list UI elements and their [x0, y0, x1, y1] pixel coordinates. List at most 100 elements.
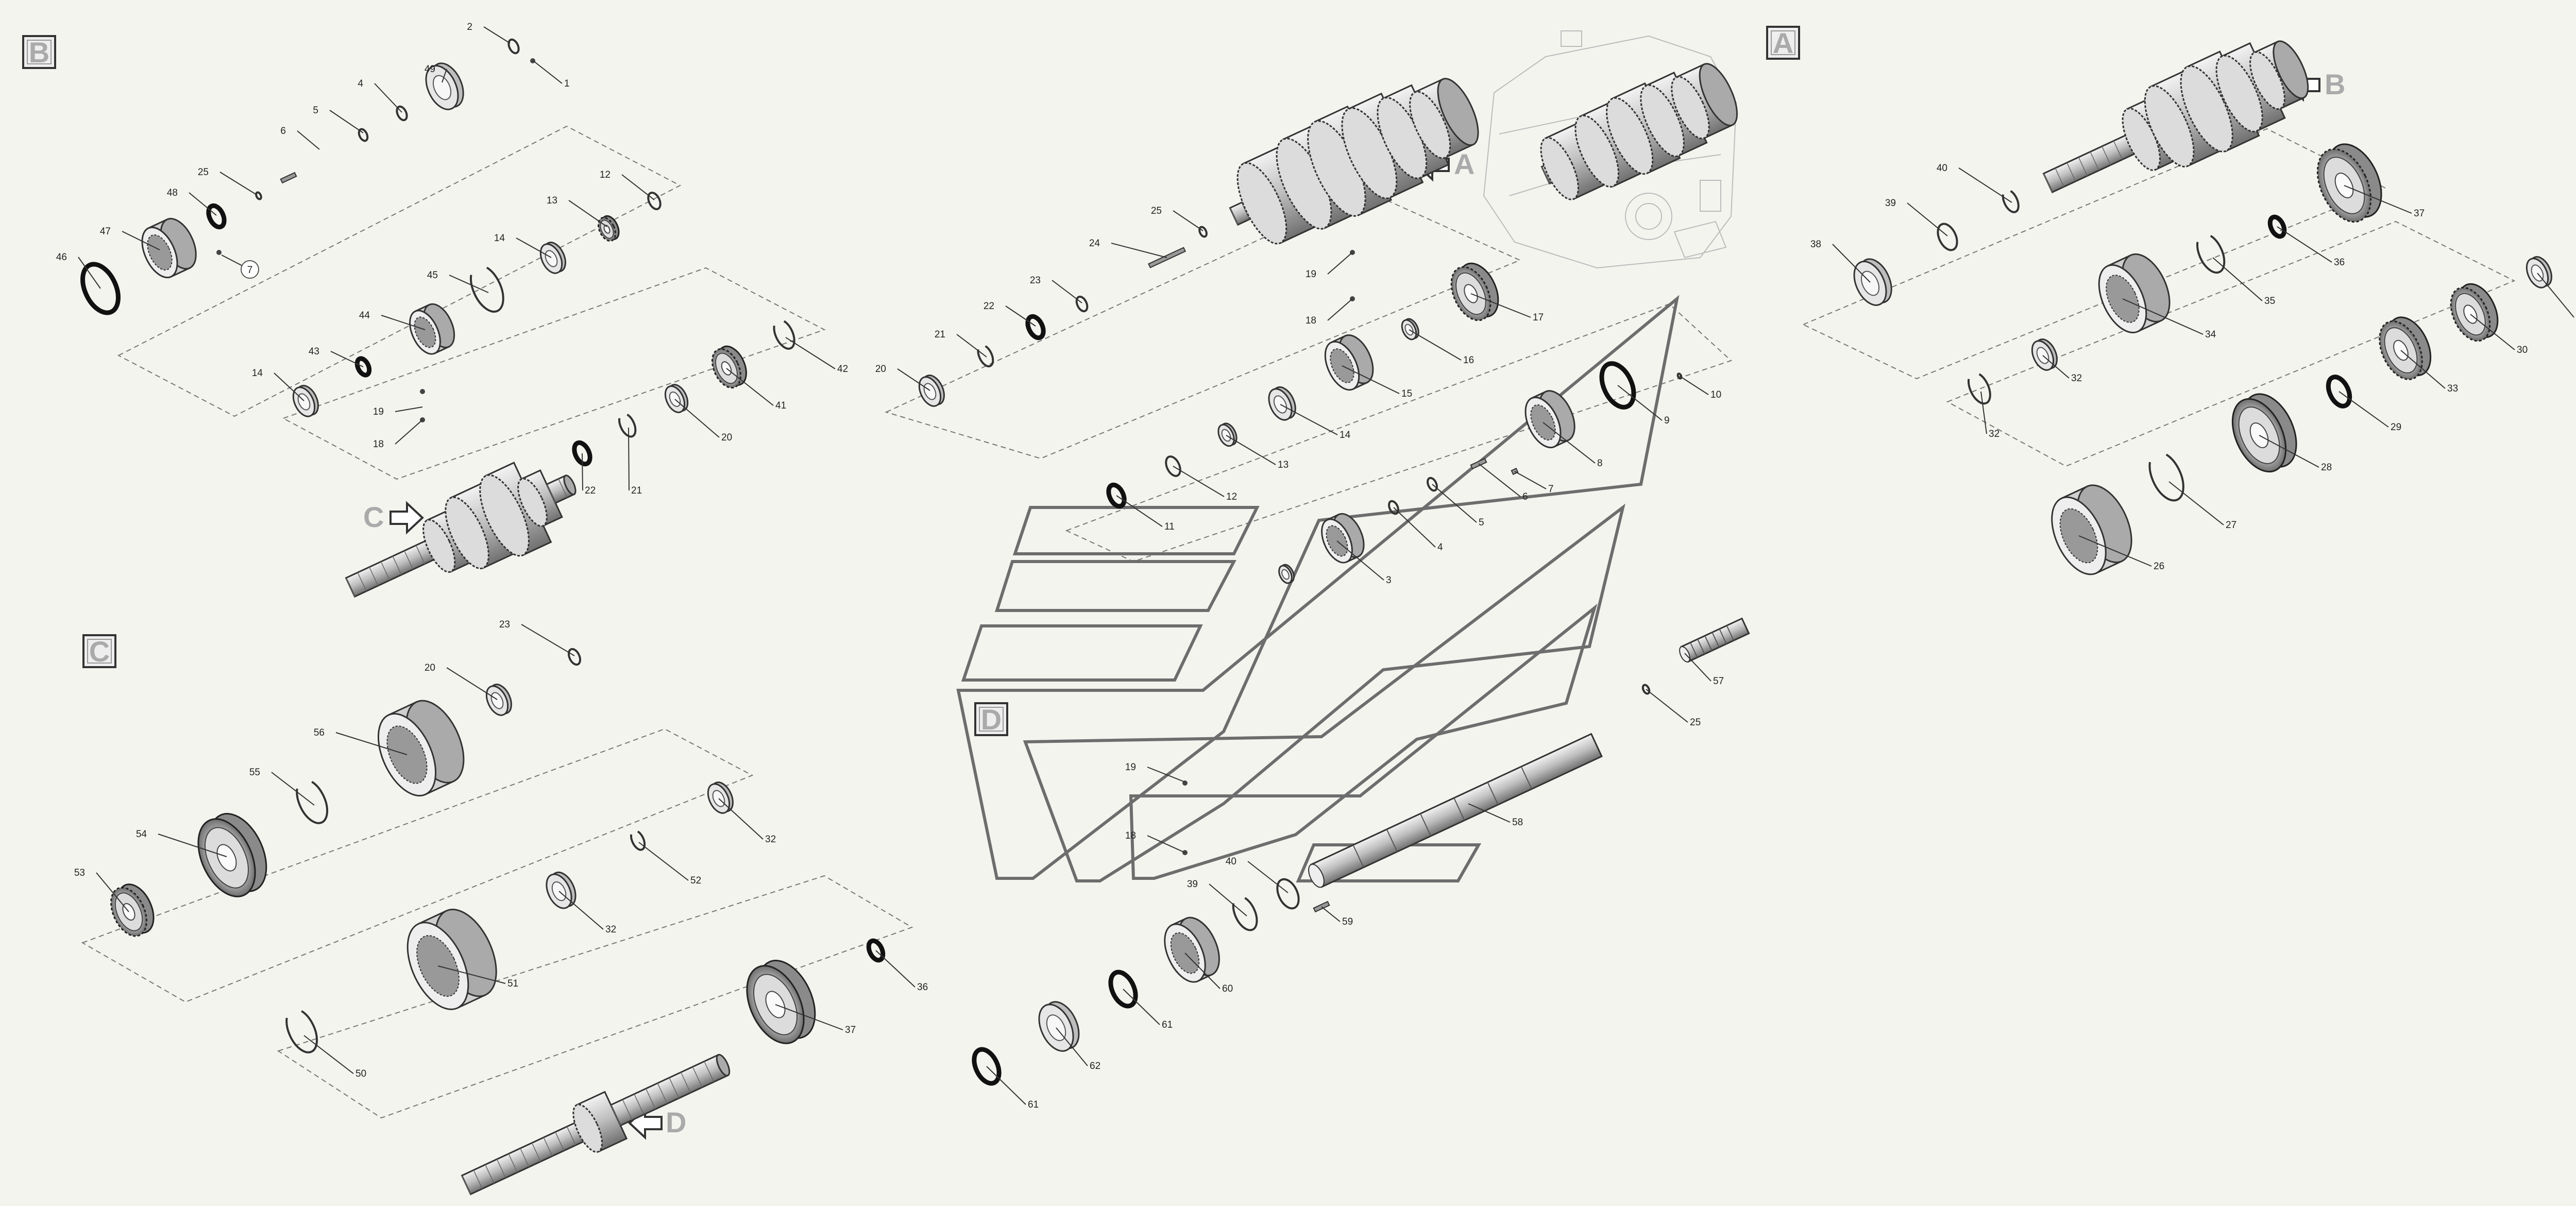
seal-ring	[354, 356, 372, 378]
shaft-groove	[1726, 625, 1735, 641]
leader-line	[521, 624, 575, 656]
callout-b: 41	[726, 368, 786, 411]
assembly-end	[563, 474, 577, 496]
part-number: 21	[631, 485, 642, 496]
part-number: 12	[600, 169, 611, 180]
svg-text:C: C	[363, 501, 384, 533]
callout-c: 55	[249, 767, 315, 806]
callout-a: 17	[1470, 293, 1544, 323]
ball-part	[216, 250, 222, 255]
bearing-bore	[1281, 569, 1290, 580]
callout-b: 45	[427, 270, 489, 293]
leader-line	[582, 453, 583, 491]
callout-a: 12	[1173, 466, 1237, 502]
leader-line	[1005, 305, 1036, 327]
leader-line	[1684, 653, 1711, 682]
assembly-spline	[646, 1088, 656, 1110]
assembly-spline	[566, 1126, 577, 1146]
part-number: 2	[467, 22, 472, 32]
ring-part	[1968, 373, 1991, 405]
callout-c: 51	[437, 965, 518, 989]
callout-bmain: 31	[2537, 273, 2574, 318]
leader-line	[1432, 484, 1477, 523]
assembly-end	[1699, 63, 1738, 127]
part-number: 22	[984, 301, 994, 312]
callout-b: 43	[309, 346, 364, 367]
ring-part	[972, 1047, 1002, 1086]
callout-a: 9	[1617, 385, 1670, 426]
ring-part	[285, 1010, 318, 1054]
assembly-spline	[2066, 162, 2076, 182]
part-number: 25	[198, 167, 209, 178]
snap-ring	[773, 320, 795, 350]
thin-ring	[396, 105, 408, 122]
part-number: 20	[875, 364, 886, 375]
leader-line	[674, 399, 720, 438]
ring-part	[1075, 295, 1089, 313]
callout-c: 32	[718, 798, 776, 845]
gear-part	[746, 960, 816, 1044]
callout-b: 5	[313, 105, 364, 133]
leader-line	[395, 419, 423, 445]
callout-bmain: 28	[2259, 435, 2332, 473]
leader-line	[2537, 273, 2574, 318]
bearing-bore	[923, 383, 937, 400]
part-number: 8	[1597, 458, 1603, 469]
callout-b: 19	[373, 406, 423, 417]
part-number: 52	[690, 875, 701, 886]
snap-ring	[618, 413, 637, 438]
callout-a: 13	[1226, 435, 1289, 470]
bearing-bore	[545, 250, 558, 267]
leader-line	[189, 192, 217, 216]
part-number: 47	[100, 226, 111, 237]
ring-part	[1641, 684, 1651, 695]
part-number: 62	[1090, 1061, 1100, 1072]
thin-ring	[358, 128, 369, 142]
ring-part	[1388, 500, 1399, 515]
callout-c: 37	[775, 1004, 856, 1035]
part-number: 42	[837, 364, 848, 375]
callout-d: 61	[1123, 989, 1173, 1030]
assembly-gear-face	[1540, 137, 1579, 200]
callout-bmain: 35	[2212, 257, 2275, 307]
ring-part	[1937, 223, 1958, 251]
part-number: 29	[2391, 422, 2401, 433]
leader-line	[1617, 385, 1663, 421]
leader-line	[1056, 1027, 1088, 1066]
assembly-spline	[2102, 146, 2111, 165]
callout-a: 11	[1116, 495, 1175, 532]
assembly-spline	[543, 1137, 553, 1157]
assembly-spline	[345, 577, 355, 597]
thin-ring	[1075, 295, 1089, 313]
callout-b: 49	[425, 64, 447, 83]
leader-line	[718, 798, 764, 840]
callout-a: 6	[1478, 463, 1528, 502]
callout-d: 19	[1125, 762, 1185, 783]
ring-part	[206, 203, 227, 230]
pin-body	[280, 172, 297, 184]
callout-a: 4	[1393, 507, 1443, 553]
callout-a: 5	[1432, 484, 1484, 528]
assembly-gear-face	[1671, 76, 1710, 140]
part-number: 18	[1125, 830, 1136, 841]
gear-part	[1450, 262, 1499, 321]
bearing-part	[1278, 564, 1295, 584]
part-number: 4	[1437, 542, 1443, 553]
thin-ring	[1937, 223, 1958, 251]
part-number: 1	[564, 78, 570, 89]
part-number: 50	[355, 1068, 366, 1079]
callout-c: 32	[558, 891, 616, 935]
leader-line	[2400, 350, 2446, 389]
part-number: 39	[1885, 198, 1896, 209]
part-number: 10	[1710, 389, 1721, 400]
snap-ring	[285, 1010, 318, 1054]
thin-ring	[1165, 455, 1181, 477]
part-number: 17	[1533, 312, 1544, 323]
callout-b: 46	[56, 252, 101, 289]
part-callouts: 2149456254847746121314454443141918424120…	[56, 22, 2574, 1110]
part-number: 43	[309, 346, 319, 357]
bearing-part	[1268, 386, 1296, 421]
callout-b: 4	[358, 78, 402, 113]
callout-bmain: 37	[2344, 185, 2425, 219]
part-number: 55	[249, 767, 260, 778]
